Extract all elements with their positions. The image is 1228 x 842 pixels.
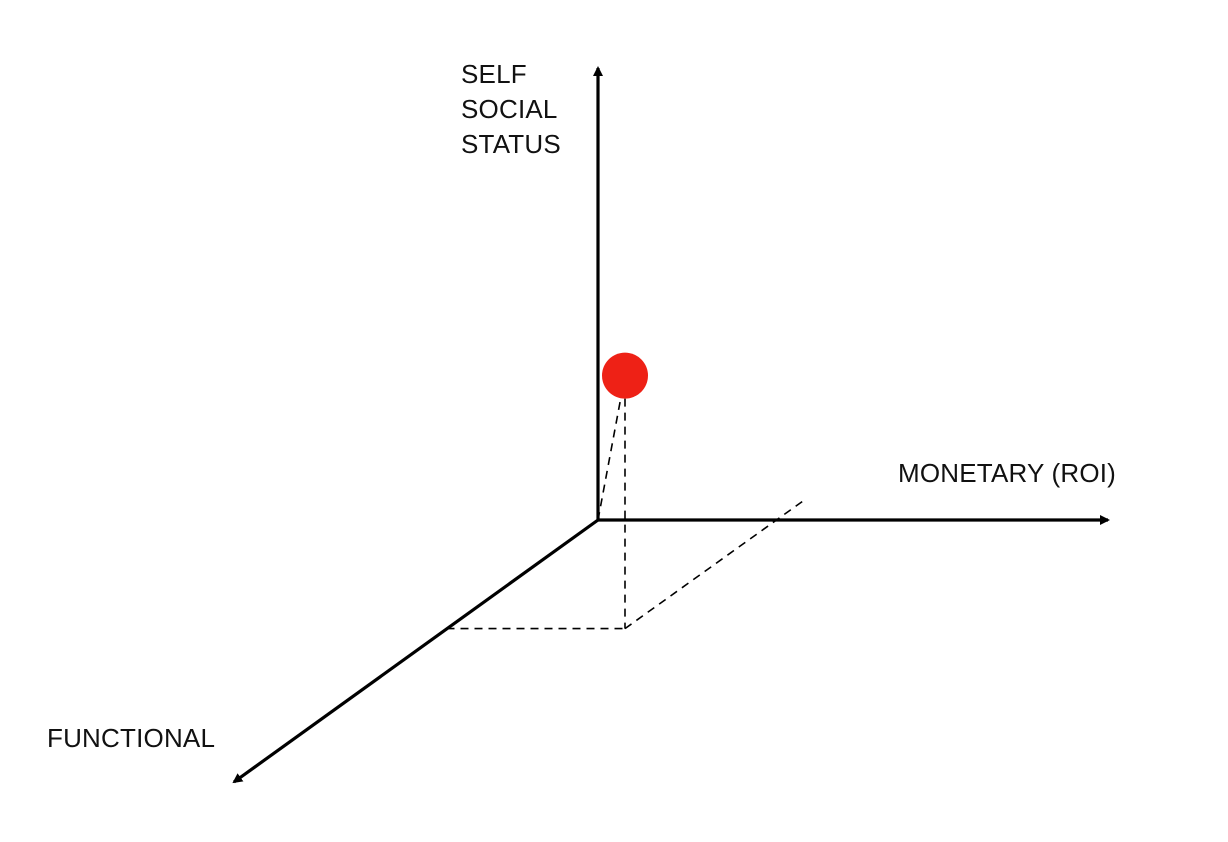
monetary-axis-label: MONETARY (ROI) xyxy=(898,458,1117,488)
axis-label-line-status: STATUS xyxy=(461,129,561,159)
self-social-status-axis-label: SELF SOCIAL STATUS xyxy=(461,57,561,162)
functional-axis xyxy=(232,518,599,784)
functional-axis-label: FUNCTIONAL xyxy=(47,723,216,753)
guide-line-origin-to-point xyxy=(597,398,622,521)
value-point xyxy=(602,352,648,399)
axis-label-line-self: SELF xyxy=(461,59,527,89)
axis-label-line-social: SOCIAL xyxy=(461,94,558,124)
